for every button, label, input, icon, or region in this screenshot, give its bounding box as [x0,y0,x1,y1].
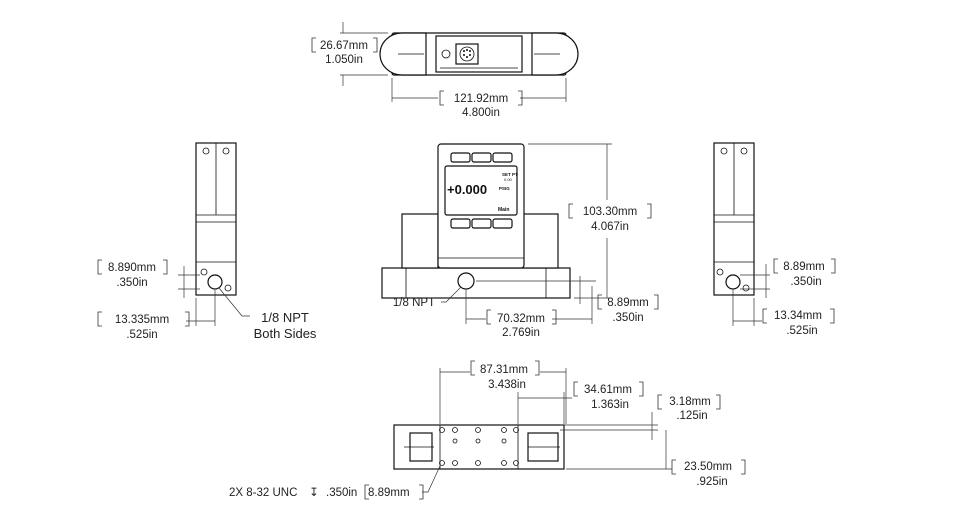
left-port-height-in: .350in [116,277,147,289]
top-height-in: 1.050in [325,54,363,66]
bottom-hole-offset-in: 1.363in [591,399,629,411]
lcd-screen [444,165,518,216]
bottom-depth-in: .925in [696,476,727,488]
front-port-label: 1/8 NPT [393,297,435,309]
top-view: 26.67mm 1.050in 121.92mm 4.800in [311,22,579,119]
bottom-edge-mm: 3.18mm [669,396,711,408]
right-port-icon [725,274,741,290]
left-port-note-1: 1/8 NPT [261,310,309,325]
left-side-view: 8.890mm .350in 13.335mm .525in 1/8 NPT B… [97,142,317,341]
front-port-icon [457,272,475,290]
connector-icon [455,43,479,65]
lcd-unit: PSIG [499,186,510,191]
right-port-height-in: .350in [790,276,821,288]
bottom-view: 87.31mm 3.438in 34.61mm 1.363in 3.18mm .… [229,360,746,500]
screw-icon [441,49,451,59]
top-width-mm: 121.92mm [454,93,508,105]
bottom-hole-span-in: 3.438in [488,379,526,391]
depth-symbol-icon: ↧ [309,487,319,499]
front-height-in: 4.067in [591,221,629,233]
left-port-offset-in: .525in [126,329,157,341]
lcd-reading: +0.000 [447,182,487,197]
thread-note-size: 2X 8-32 UNC [229,487,297,499]
right-port-height-mm: 8.89mm [783,261,825,273]
thread-note-depth-mm: 8.89mm [368,487,410,499]
front-port-spacing-mm: 70.32mm [497,313,545,325]
right-port-offset-in: .525in [786,325,817,337]
thread-note-depth-in: .350in [326,487,357,499]
bottom-hole-span-mm: 87.31mm [480,364,528,376]
front-view: SET PT 0.00 +0.000 PSIG Main 1/8 NPT 103… [381,143,659,339]
left-port-note-2: Both Sides [254,326,317,341]
right-port-offset-mm: 13.34mm [774,310,822,322]
left-port-offset-mm: 13.335mm [115,314,169,326]
lcd-menu: Main [498,207,509,213]
front-port-spacing-in: 2.769in [502,327,540,339]
front-port-height-in: .350in [612,312,643,324]
lcd-setpt-value: 0.00 [504,177,513,182]
front-port-height-mm: 8.89mm [607,297,649,309]
bottom-depth-mm: 23.50mm [684,461,732,473]
left-port-icon [207,274,223,290]
front-height-mm: 103.30mm [583,206,637,218]
lcd-setpt: SET PT [502,172,518,177]
right-side-view: 8.89mm .350in 13.34mm .525in [713,142,836,337]
top-width-in: 4.800in [462,107,500,119]
top-height-mm: 26.67mm [320,40,368,52]
bottom-hole-offset-mm: 34.61mm [584,384,632,396]
left-port-height-mm: 8.890mm [108,262,156,274]
bottom-edge-in: .125in [676,410,707,422]
